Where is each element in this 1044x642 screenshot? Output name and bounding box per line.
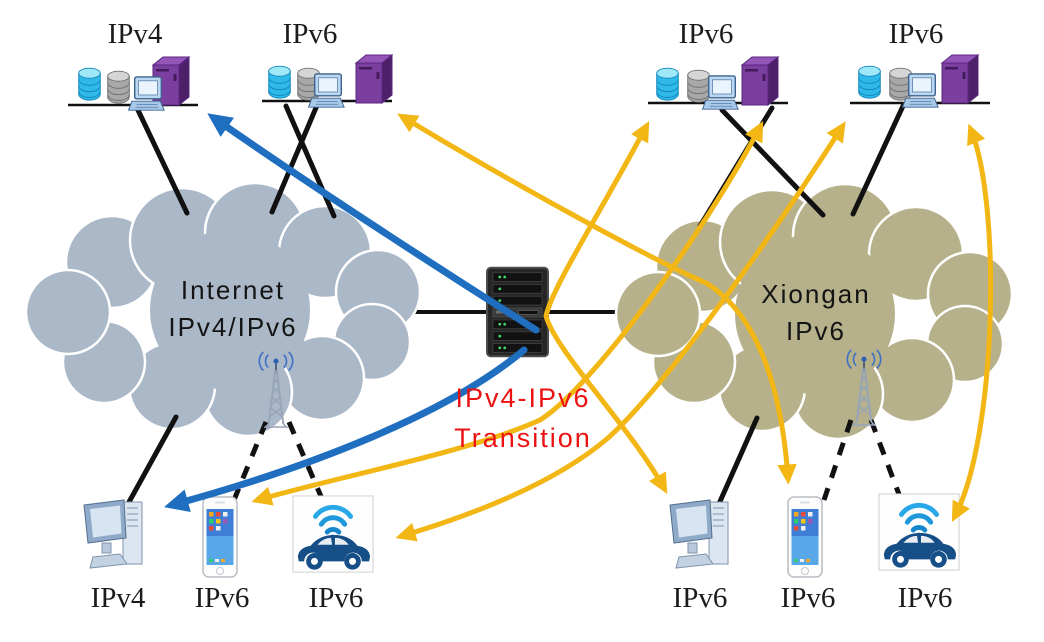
connected-car-icon — [879, 494, 959, 570]
desktop-computer-icon — [669, 499, 729, 569]
cloud-xiongan — [614, 182, 1014, 441]
connected-car-icon — [293, 496, 373, 572]
yellow-arrow-cluster4-car-left — [395, 121, 846, 542]
database-cyan-icon — [78, 67, 101, 101]
database-cyan-icon — [268, 65, 291, 99]
smartphone-icon — [202, 496, 238, 578]
ipv6-arrows — [251, 113, 994, 542]
desktop-computer-icon — [83, 499, 143, 569]
top-cluster-ipv6-right — [850, 54, 990, 108]
tower-server-icon — [741, 56, 779, 106]
database-gray-icon — [107, 70, 130, 104]
database-cyan-icon — [858, 65, 881, 99]
transition-server-rack — [486, 266, 549, 358]
yellow-arrow-cluster4-car-right — [951, 123, 994, 523]
database-gray-icon — [687, 69, 710, 103]
top-cluster-ipv6-left — [262, 54, 393, 108]
retro-computer-icon — [128, 76, 165, 111]
top-cluster-ipv4-left — [68, 56, 198, 111]
tower-server-icon — [941, 54, 979, 104]
tower-server-icon — [355, 54, 393, 104]
top-cluster-ipv6-mid — [648, 56, 788, 110]
smartphone-icon — [787, 496, 823, 578]
database-cyan-icon — [656, 67, 679, 101]
